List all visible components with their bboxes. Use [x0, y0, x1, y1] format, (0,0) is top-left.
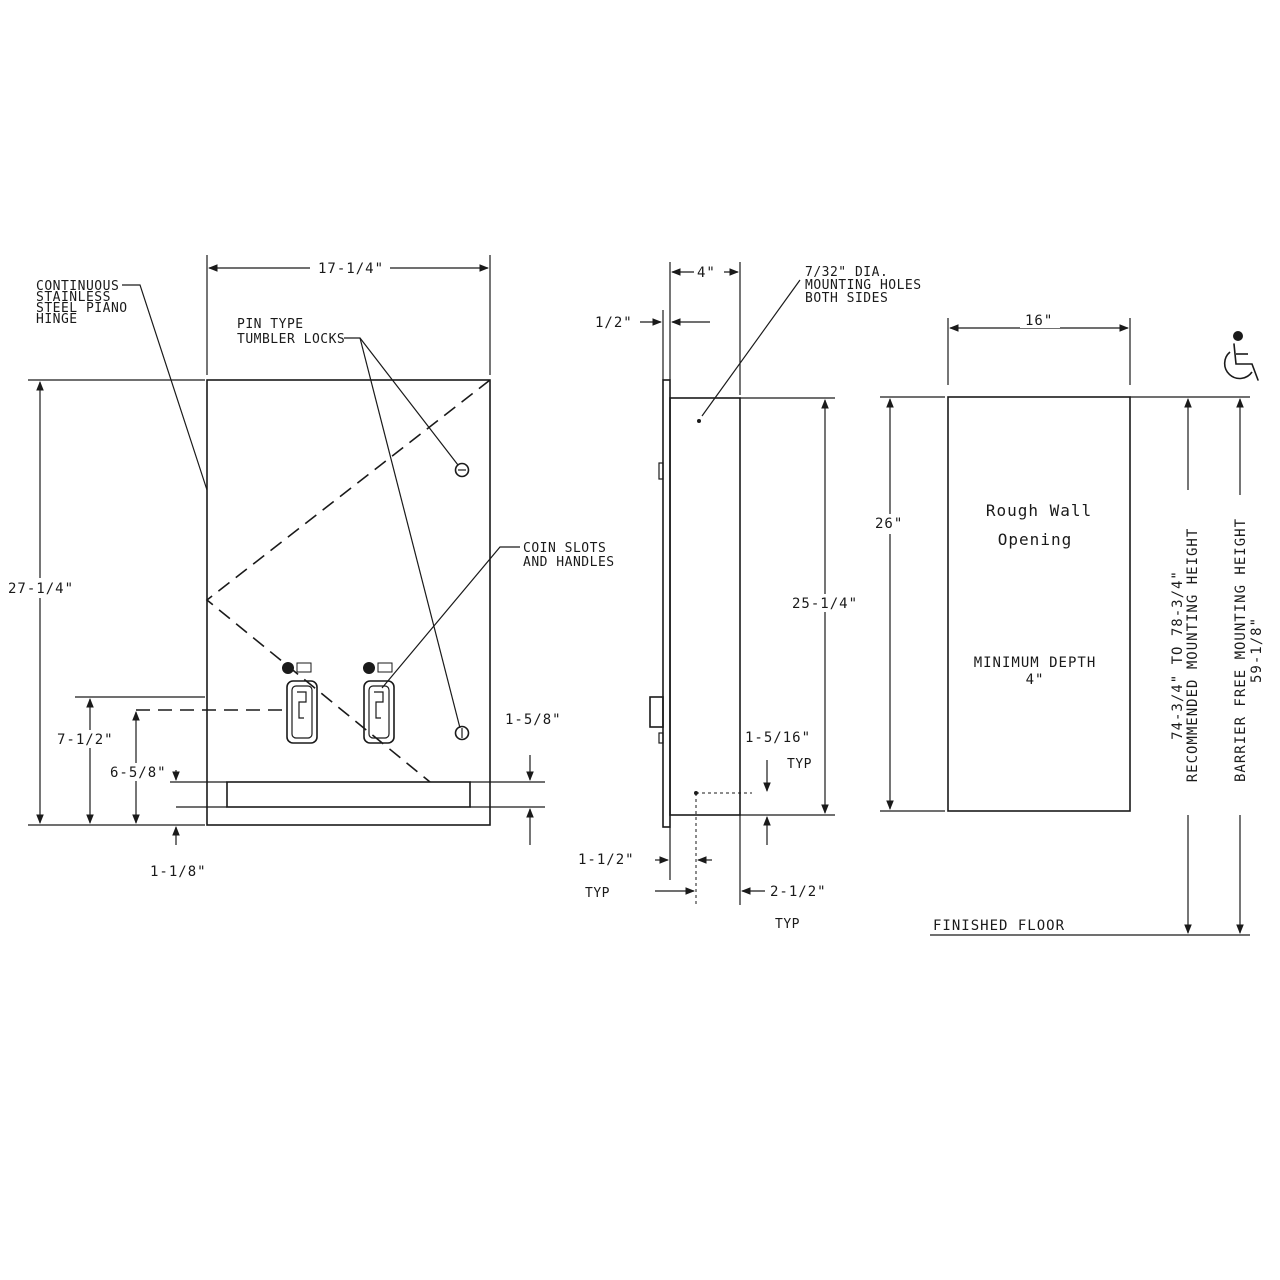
opening-width-text: 16"	[1025, 313, 1053, 329]
rough-opening-outline	[947, 396, 1131, 812]
recommended-height-line1: 74-3/4" TO 78-3/4"	[1170, 570, 1186, 740]
body-height-text: 25-1/4"	[792, 596, 858, 612]
rough-title-line1: Rough Wall	[986, 501, 1092, 520]
door-swing-dashed-line	[205, 379, 491, 783]
barrier-height-line1: BARRIER FREE MOUNTING HEIGHT	[1233, 518, 1249, 782]
front-height-text: 27-1/4"	[8, 581, 74, 597]
min-depth-line2: 4"	[1026, 672, 1045, 688]
tumbler-lock-upper	[454, 462, 470, 478]
coin-label: COIN SLOTS AND HANDLES	[523, 541, 615, 570]
finished-floor-label: FINISHED FLOOR	[933, 918, 1065, 934]
coin-handle-left	[282, 662, 318, 744]
hole-back-text: 2-1/2"	[770, 884, 827, 900]
hinge-label: CONTINUOUS STAINLESS STEEL PIANO HINGE	[36, 279, 136, 327]
front-cabinet-outline	[206, 379, 491, 826]
side-view: 7/32" DIA. MOUNTING HOLES BOTH SIDES 4" …	[578, 262, 930, 932]
tray-top-text: 6-5/8"	[110, 765, 167, 781]
hole-back-typ: TYP	[775, 917, 800, 932]
mounting-hole-upper	[697, 419, 701, 423]
hole-offset-typ: TYP	[585, 886, 610, 901]
front-view: CONTINUOUS STAINLESS STEEL PIANO HINGE P…	[6, 255, 615, 880]
hole-offset-text: 1-1/2"	[578, 852, 635, 868]
locks-label: PIN TYPE TUMBLER LOCKS	[237, 317, 345, 347]
tray-height-text: 1-5/8"	[505, 712, 562, 728]
opening-view: 16" 26" Rough Wall Opening MINIMUM DEPTH…	[872, 310, 1265, 936]
front-width-text: 17-1/4"	[318, 261, 384, 277]
wheelchair-icon	[1223, 331, 1259, 381]
hole-bottom-typ: TYP	[787, 757, 812, 772]
side-flange	[662, 379, 671, 828]
side-body	[669, 397, 741, 816]
coin-handle-right	[363, 662, 395, 744]
locks-leader	[344, 337, 459, 466]
bottom-offset-text: 1-1/8"	[150, 864, 207, 880]
tumbler-lock-lower	[454, 725, 470, 741]
rough-title-line2: Opening	[998, 530, 1072, 549]
min-depth-line1: MINIMUM DEPTH	[974, 655, 1097, 671]
side-depth-text: 4"	[697, 265, 716, 281]
holes-leader	[701, 279, 801, 417]
flange-text: 1/2"	[595, 315, 633, 331]
handle-height-text: 7-1/2"	[57, 732, 114, 748]
recommended-height-line2: RECOMMENDED MOUNTING HEIGHT	[1185, 528, 1201, 783]
opening-height-text: 26"	[875, 516, 903, 532]
coin-leader	[381, 546, 520, 689]
locks-leader-2	[359, 337, 461, 729]
barrier-height-line2: 59-1/8"	[1249, 617, 1265, 683]
coin-tray	[226, 781, 471, 808]
hinge-leader	[122, 284, 208, 491]
holes-label: 7/32" DIA. MOUNTING HOLES BOTH SIDES	[805, 265, 930, 306]
hole-bottom-text: 1-5/16"	[745, 730, 811, 746]
